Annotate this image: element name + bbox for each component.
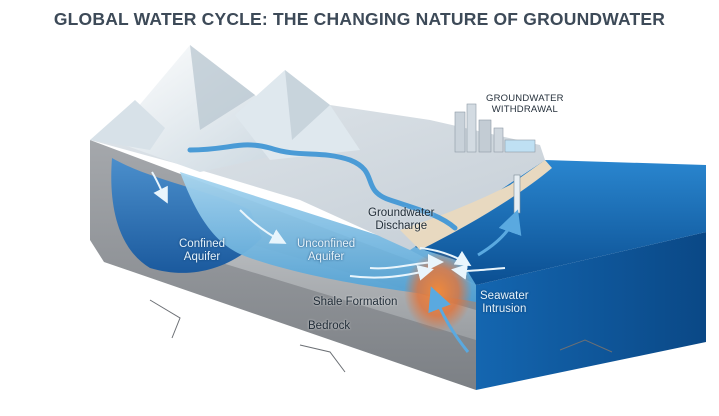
label-bedrock: Bedrock: [308, 320, 350, 333]
label-seawater-intrusion: Seawater Intrusion: [480, 290, 529, 316]
rock-crack: [150, 300, 180, 338]
label-shale-formation: Shale Formation: [313, 296, 397, 309]
label-groundwater-withdrawal: GROUNDWATER WITHDRAWAL: [486, 93, 564, 115]
label-groundwater-discharge: Groundwater Discharge: [368, 207, 434, 233]
label-confined-aquifer: Confined Aquifer: [179, 238, 225, 264]
well-pipe: [514, 175, 520, 213]
rock-crack: [300, 345, 345, 372]
label-unconfined-aquifer: Unconfined Aquifer: [297, 238, 355, 264]
